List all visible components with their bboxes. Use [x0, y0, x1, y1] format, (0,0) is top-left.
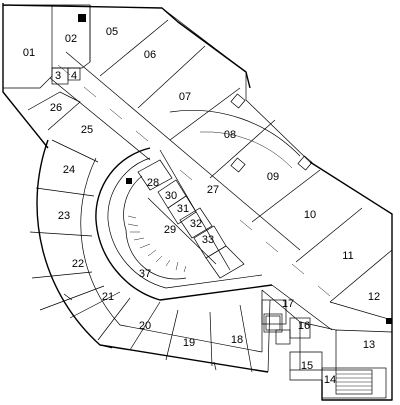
- room-label-28: 28: [147, 177, 159, 189]
- room-16-shaft-a: [263, 313, 283, 333]
- room-label-08: 08: [224, 129, 236, 141]
- room-label-11: 11: [342, 250, 353, 262]
- radial-partitions: [29, 139, 271, 373]
- central-core-inner: [107, 157, 263, 289]
- room-label-18: 18: [231, 334, 243, 346]
- room-label-23: 23: [58, 210, 70, 222]
- room-label-13: 13: [363, 339, 375, 351]
- room-label-06: 06: [144, 49, 156, 61]
- room-15-walls: [289, 351, 323, 381]
- column-marker-12: [386, 318, 392, 324]
- room-17-box: [261, 299, 287, 325]
- room-label-02: 02: [65, 33, 77, 45]
- outer-wall-north-west: [2, 3, 251, 149]
- northeast-partitions: [89, 5, 393, 303]
- room-16-shaft-a-inner: [265, 315, 281, 331]
- room-label-17: 17: [282, 298, 294, 310]
- column-box-10: [297, 155, 313, 171]
- stair-14-treads: [336, 373, 372, 391]
- room-label-07: 07: [179, 91, 191, 103]
- northeast-facade: [161, 7, 311, 163]
- window-marks: [63, 293, 217, 371]
- core-marker: [126, 178, 132, 184]
- column-box-08: [230, 93, 246, 109]
- column-marker: [78, 14, 86, 22]
- building-walls: [2, 3, 393, 401]
- room-label-25: 25: [81, 124, 93, 136]
- room-label-30: 30: [165, 190, 177, 202]
- atrium-curve: [123, 175, 187, 280]
- room-label-10: 10: [304, 209, 316, 221]
- atrium-steps: [127, 215, 187, 273]
- room-label-32: 32: [190, 218, 202, 230]
- room-label-20: 20: [139, 320, 151, 332]
- room-label-05: 05: [106, 26, 118, 38]
- central-core-outer: [95, 147, 273, 301]
- corridor-wall-upper: [65, 51, 301, 251]
- curved-facade-inner: [80, 157, 263, 353]
- arc-corridor-outer: [169, 110, 301, 157]
- core-box-lift: [205, 245, 245, 279]
- room-label-01: 01: [23, 47, 35, 59]
- room-label-19: 19: [183, 337, 195, 349]
- room-label-21: 21: [102, 291, 114, 303]
- curved-facade-outer: [36, 139, 269, 373]
- room-label-12: 12: [368, 291, 380, 303]
- southeast-block: [261, 289, 393, 371]
- room-label-27: 27: [207, 184, 219, 196]
- room-label-14: 14: [324, 374, 336, 386]
- core-box-28: [137, 159, 173, 191]
- room-label-03: 3: [55, 70, 61, 82]
- room-label-15: 15: [301, 360, 313, 372]
- room-label-04: 4: [71, 70, 77, 82]
- room-26-walls: [27, 91, 81, 131]
- room-label-24: 24: [63, 164, 75, 176]
- room-label-29: 29: [164, 224, 176, 236]
- room-label-37: 37: [139, 268, 151, 280]
- room-label-33: 33: [202, 234, 214, 246]
- room-16-box: [289, 317, 311, 339]
- column-box-09: [230, 157, 246, 173]
- room-label-31: 31: [177, 203, 189, 215]
- room-labels: 01 02 3 4 05 06 07 08 09 10 11 12 13 14 …: [23, 26, 380, 386]
- corridor-wall-lower: [49, 77, 333, 331]
- stair-14-outline: [321, 367, 387, 399]
- room-04-walls: [67, 67, 81, 81]
- arc-corridor-inner: [199, 131, 293, 169]
- room-label-09: 09: [267, 171, 279, 183]
- room-label-26: 26: [50, 102, 62, 114]
- room-label-22: 22: [72, 258, 84, 270]
- core-spine: [147, 149, 231, 271]
- core-box-32: [179, 207, 213, 239]
- room-label-16: 16: [298, 320, 310, 332]
- corridor-dashes: [57, 64, 331, 297]
